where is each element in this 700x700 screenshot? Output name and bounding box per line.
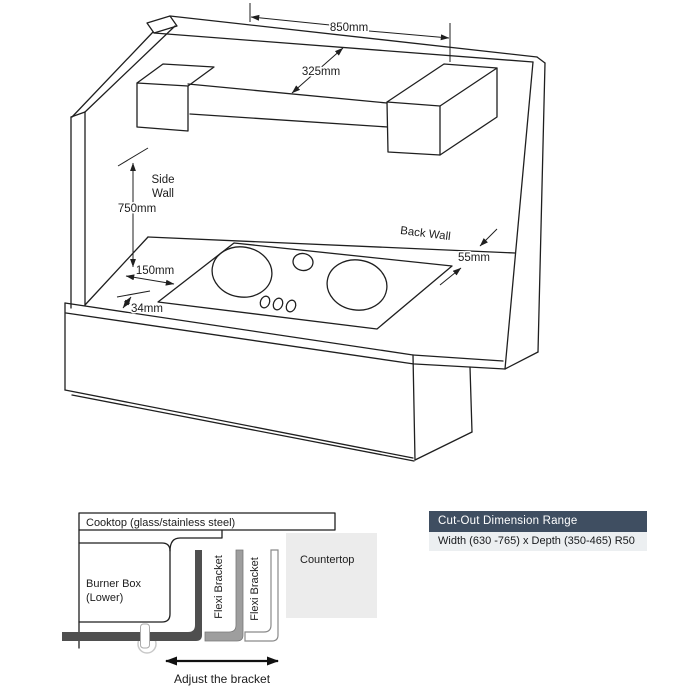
cutout-table-row: Width (630 -765) x Depth (350-465) R50	[429, 532, 647, 551]
control-knob-3	[285, 299, 297, 313]
dim-850-label: 850mm	[330, 22, 368, 34]
frame-left-rail-outer	[71, 31, 154, 118]
burner-left-large	[211, 246, 273, 298]
left-block-top-face	[136, 63, 215, 87]
side-wall-base-line	[84, 236, 149, 306]
bracket-white-l-shape	[244, 549, 279, 642]
dim-55-arrow-lower	[439, 267, 462, 286]
dim-150-label: 150mm	[136, 265, 174, 277]
cabinet-kick-line	[71, 394, 415, 462]
frame-top-edge	[169, 15, 538, 58]
dim-55-label: 55mm	[458, 252, 490, 264]
side-wall-label-line2: Wall	[152, 188, 174, 200]
right-block-right-face	[439, 67, 498, 156]
bracket-dark-l-shape	[62, 550, 202, 641]
frame-bottom-edge	[153, 32, 534, 63]
countertop-label: Countertop	[300, 554, 354, 566]
control-knob-2	[272, 297, 284, 311]
right-block-front-face	[386, 101, 441, 156]
adjust-bracket-label: Adjust the bracket	[174, 672, 271, 686]
control-knob-1	[259, 295, 271, 309]
back-wall-label: Back Wall	[399, 225, 451, 243]
upper-frame	[71, 15, 538, 118]
cabinet-bottom-edge	[64, 389, 414, 459]
cooktop-lip-profile	[169, 529, 223, 552]
bracket-cross-section: Cooktop (glass/stainless steel) Burner B…	[62, 512, 377, 686]
burner-box-outline	[78, 542, 171, 623]
left-block-front-face	[136, 82, 189, 132]
dim-55-arrow-upper	[479, 228, 498, 247]
cooktop-glass-bar	[78, 512, 336, 531]
side-wall-top-edge	[70, 111, 86, 118]
bracket-gray-l-shape	[204, 549, 244, 642]
countertop-front-top-edge	[64, 302, 414, 356]
isometric-installation-diagram: 850mm 325mm 750mm Side Wall Back Wall 55…	[64, 3, 546, 462]
cabinet-right-back-edge	[469, 366, 473, 433]
back-wall-base-line	[147, 236, 516, 254]
dim-325-line	[291, 47, 344, 94]
back-wall-inner-edge	[504, 61, 534, 370]
dim-34-ext-tick	[116, 290, 151, 298]
countertop-front-bottom-edge	[65, 312, 415, 365]
frame-left-rail-inner	[84, 25, 176, 113]
flexi-bracket-label-2: Flexi Bracket	[249, 557, 261, 621]
cutout-dimension-table: Cut-Out Dimension Range Width (630 -765)…	[429, 511, 647, 551]
back-wall-bottom-edge	[504, 351, 539, 370]
slab-front-bottom-edge	[189, 113, 389, 128]
upper-cabinet-slab	[136, 63, 498, 156]
dim-850-line-right	[368, 30, 450, 41]
cabinet-right-front-edge	[412, 354, 416, 461]
countertop-block	[286, 533, 377, 618]
dim-34-line	[122, 296, 132, 309]
cooktop-panel	[157, 242, 453, 330]
burner-right-large	[326, 259, 388, 311]
cooktop-top-view	[157, 242, 453, 330]
burner-box-label-line1: Burner Box	[86, 578, 142, 590]
bracket-screw-post	[140, 623, 150, 649]
dim-750-label: 750mm	[118, 203, 156, 215]
frame-left-cap	[146, 15, 178, 34]
cooktop-glass-label: Cooktop (glass/stainless steel)	[86, 517, 235, 529]
cabinet-right-bottom-edge	[414, 431, 473, 461]
countertop-right-bottom-edge	[414, 363, 506, 370]
back-wall-outer-edge	[537, 62, 546, 353]
side-wall-label-line1: Side	[151, 174, 174, 186]
countertop-right-top-edge	[412, 354, 504, 362]
cutout-table-header: Cut-Out Dimension Range	[429, 511, 647, 532]
dim-850-line-left	[250, 14, 331, 26]
base-cabinet	[64, 302, 506, 462]
side-wall-panel	[70, 111, 149, 309]
dim-325-label: 325mm	[302, 66, 340, 78]
dim-150-line	[125, 274, 175, 286]
slab-front-top-edge	[187, 83, 388, 104]
back-wall-panel	[147, 56, 546, 370]
burner-center-small	[292, 252, 314, 272]
back-wall-top-cap	[536, 56, 546, 64]
dim-750-ext-top	[117, 147, 149, 167]
dim-34-label: 34mm	[131, 303, 163, 315]
right-block-top-face	[386, 63, 498, 103]
burner-box-label-line2: (Lower)	[86, 592, 123, 604]
flexi-bracket-label-1: Flexi Bracket	[213, 555, 225, 619]
